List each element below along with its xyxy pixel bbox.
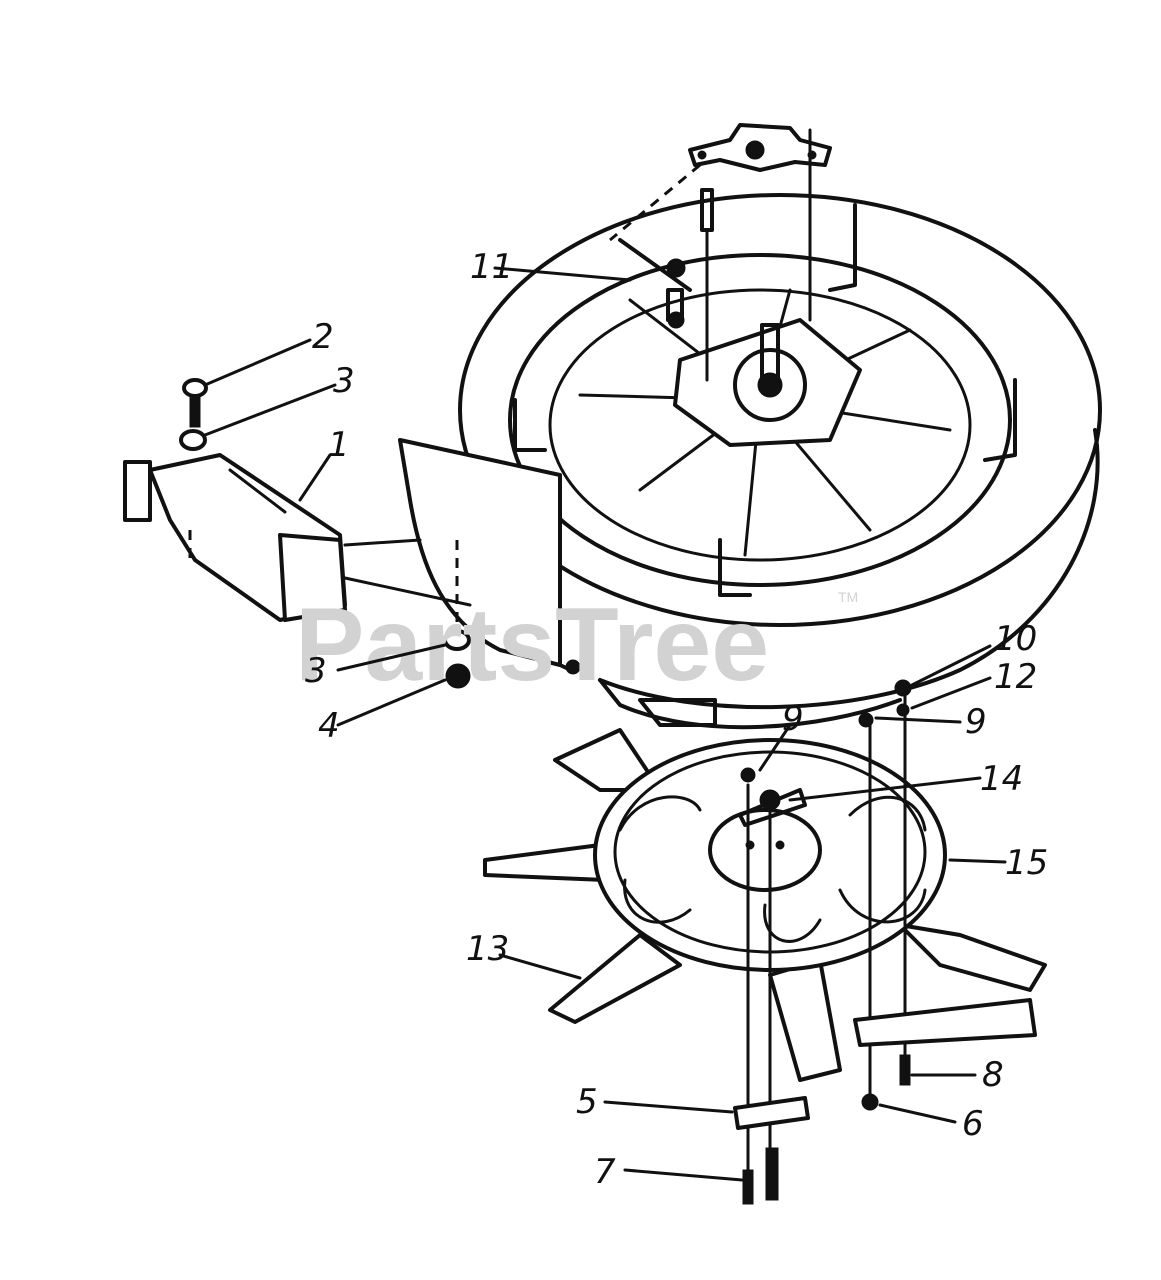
callout-1: 1 — [328, 425, 350, 465]
callout-14: 14 — [980, 759, 1023, 799]
callout-labels: 1 2 3 3 4 5 6 7 8 9 9 10 11 12 13 14 15 — [305, 247, 1048, 1192]
watermark-text: PartsTree — [295, 587, 769, 703]
callout-9-right: 9 — [965, 702, 987, 742]
callout-5: 5 — [576, 1082, 598, 1122]
callout-10: 10 — [994, 619, 1037, 659]
callout-8: 8 — [982, 1055, 1004, 1095]
callout-4: 4 — [318, 706, 340, 746]
callout-3-upper: 3 — [333, 361, 355, 401]
blade-assembly — [483, 679, 1047, 1205]
leader-lines — [203, 266, 1007, 1182]
callout-3-lower: 3 — [305, 651, 327, 691]
callout-6: 6 — [962, 1104, 984, 1144]
callout-7: 7 — [594, 1152, 616, 1192]
callout-2: 2 — [312, 317, 334, 357]
callout-12: 12 — [994, 657, 1037, 697]
watermark-trademark: TM — [838, 589, 858, 605]
callout-9-center: 9 — [782, 699, 804, 739]
callout-15: 15 — [1005, 843, 1048, 883]
watermark: PartsTree TM — [295, 587, 858, 703]
discharge-deflector — [123, 453, 472, 622]
callout-11: 11 — [470, 247, 513, 287]
mower-deck-housing — [398, 123, 1102, 730]
deflector-hardware — [179, 378, 471, 689]
callout-13: 13 — [466, 929, 509, 969]
